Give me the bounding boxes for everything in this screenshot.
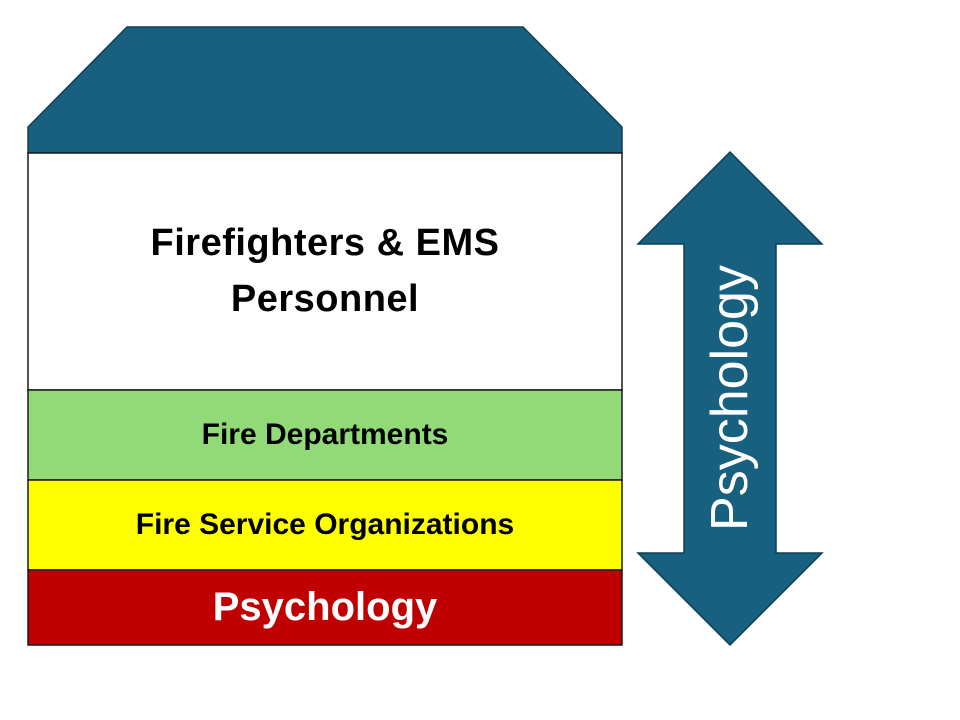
personnel-layer-box <box>27 152 623 391</box>
roof-shape <box>27 26 623 154</box>
departments-layer-label: Fire Departments <box>201 418 449 451</box>
psychology-foundation-box <box>27 569 623 646</box>
personnel-layer-label: Firefighters & EMS Personnel <box>150 222 500 320</box>
psychology-foundation-label: Psychology <box>212 585 438 629</box>
organizations-layer-box <box>27 479 623 571</box>
double-arrow-shape <box>636 150 824 647</box>
organizations-layer-label: Fire Service Organizations <box>135 508 515 541</box>
arrow-label: Psychology <box>701 265 759 531</box>
